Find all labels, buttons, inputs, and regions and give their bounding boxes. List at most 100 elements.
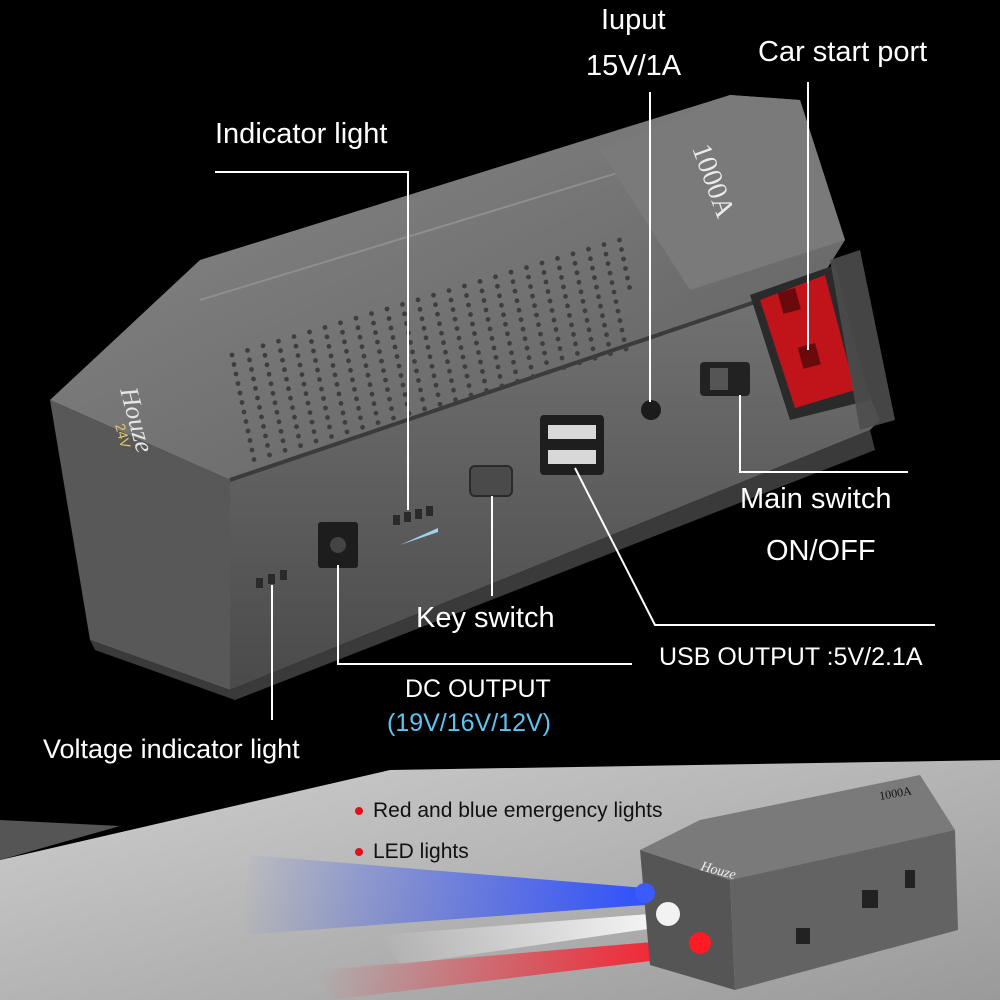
vent-dot xyxy=(340,329,345,335)
vent-dot xyxy=(410,349,415,355)
vent-dot xyxy=(386,316,392,321)
vent-dot xyxy=(295,353,301,358)
vent-dot xyxy=(245,428,251,434)
vent-dot xyxy=(480,369,485,374)
vent-dot xyxy=(274,409,280,415)
vent-dot xyxy=(611,289,617,295)
vent-dot xyxy=(356,405,361,411)
small-capacity-badge: 1000A xyxy=(878,783,913,803)
vent-dot xyxy=(327,424,332,430)
vent-dot xyxy=(375,420,381,426)
vent-dot xyxy=(305,400,311,406)
voltage-indicator-leds xyxy=(256,570,287,588)
vent-dot xyxy=(627,285,632,290)
vent-dot xyxy=(600,313,605,319)
vent-dot xyxy=(536,322,541,327)
vent-dot xyxy=(371,320,376,326)
vent-dot xyxy=(515,378,520,384)
vent-dot xyxy=(557,265,562,271)
vent-dot xyxy=(280,438,286,444)
vent-dot xyxy=(247,357,252,363)
car-start-port-label: Car start port xyxy=(758,36,928,68)
vent-dot xyxy=(553,327,559,332)
vent-dot xyxy=(384,306,390,312)
vent-dot xyxy=(257,405,262,410)
vent-dot xyxy=(373,410,379,416)
red-light-beam xyxy=(320,938,700,1000)
vent-dot xyxy=(514,298,520,304)
vent-dot xyxy=(296,433,301,439)
vent-dot xyxy=(613,299,619,304)
vent-dot xyxy=(454,326,460,331)
vent-dot xyxy=(282,447,288,453)
vent-dot xyxy=(594,284,599,290)
vent-dot xyxy=(573,341,578,347)
vent-dot xyxy=(592,355,598,361)
vent-dot xyxy=(541,270,547,275)
vent-dot xyxy=(421,325,427,331)
vent-dot xyxy=(431,292,436,298)
vent-dot xyxy=(433,382,439,388)
vent-dot xyxy=(453,397,458,403)
vent-dot xyxy=(303,391,309,396)
vent-dot xyxy=(429,363,435,369)
usb-output-label: USB OUTPUT :5V/2.1A xyxy=(659,643,923,671)
vent-dot xyxy=(437,401,443,407)
leader-lines xyxy=(215,82,935,720)
vent-dot xyxy=(357,334,363,340)
vent-dot xyxy=(334,382,340,387)
vent-dot xyxy=(291,334,297,339)
vent-dot xyxy=(328,353,334,359)
vent-grille xyxy=(229,237,632,462)
vent-dot xyxy=(367,382,373,388)
vent-dot xyxy=(338,401,344,406)
vent-dot xyxy=(466,383,472,388)
vent-dot xyxy=(489,336,495,341)
vent-dot xyxy=(420,397,425,402)
usb-port xyxy=(540,415,604,475)
vent-dot xyxy=(578,289,584,295)
key-switch-label: Key switch xyxy=(416,602,555,634)
vent-dot xyxy=(607,270,613,276)
vent-dot xyxy=(425,344,431,350)
vent-dot xyxy=(344,429,350,435)
vent-dot xyxy=(526,274,531,280)
vent-dot xyxy=(511,359,516,365)
vent-dot xyxy=(609,280,615,285)
vent-dot xyxy=(507,340,512,346)
vent-dot xyxy=(235,381,241,386)
vent-dot xyxy=(392,344,398,350)
vent-dot xyxy=(445,359,450,365)
vent-dot xyxy=(499,383,505,389)
blue-light-beam xyxy=(240,855,645,935)
vent-dot xyxy=(326,344,332,349)
vent-dot xyxy=(547,298,553,304)
vent-dot xyxy=(400,382,406,388)
vent-dot xyxy=(549,308,555,313)
vent-dot xyxy=(468,392,474,398)
vent-dot xyxy=(354,396,359,402)
vent-dot xyxy=(307,329,312,335)
vent-dot xyxy=(363,363,369,369)
vent-dot xyxy=(389,406,394,411)
vent-dot xyxy=(332,372,338,378)
vent-dot xyxy=(565,303,570,309)
vent-dot xyxy=(260,343,266,349)
vent-dot xyxy=(476,350,481,355)
vent-dot xyxy=(253,386,258,391)
vent-dot xyxy=(388,325,394,331)
vent-dot xyxy=(447,368,452,374)
vent-dot xyxy=(414,368,419,374)
vent-dot xyxy=(321,396,326,401)
vent-dot xyxy=(431,373,437,379)
vent-dot xyxy=(272,400,278,406)
vent-dot xyxy=(623,346,629,352)
vent-dot xyxy=(259,414,264,420)
vent-dot xyxy=(361,353,367,359)
vent-dot xyxy=(243,419,249,424)
vent-dot xyxy=(278,348,283,354)
main-device: Houze 24V 1000A xyxy=(50,95,895,700)
vent-dot xyxy=(466,302,471,308)
vent-dot xyxy=(561,365,567,370)
vent-dot xyxy=(485,317,491,322)
